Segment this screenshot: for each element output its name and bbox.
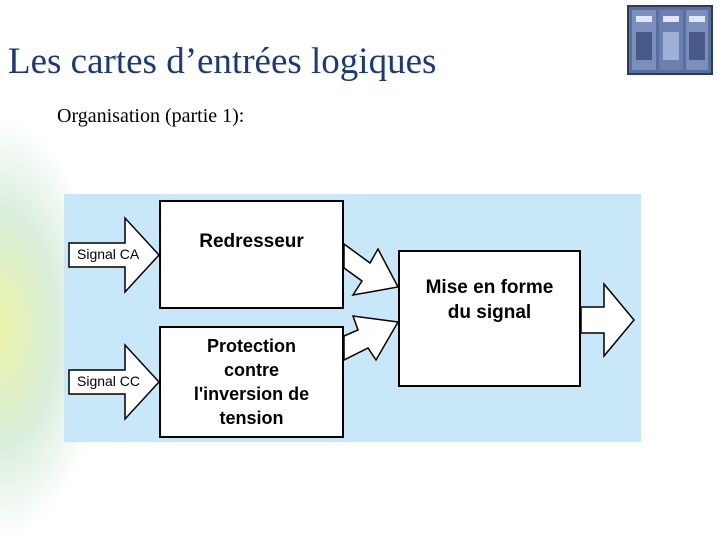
block-redresseur-label: Redresseur bbox=[199, 230, 304, 252]
block-mise-en-forme: Mise en forme du signal bbox=[398, 250, 581, 387]
slide-subtitle: Organisation (partie 1): bbox=[57, 105, 245, 127]
input-label-cc: Signal CC bbox=[77, 373, 141, 389]
block-mise-en-forme-line: du signal bbox=[447, 301, 532, 323]
block-protection-line: tension bbox=[219, 408, 284, 428]
block-protection-line: Protection bbox=[206, 336, 296, 356]
plc-module-icon bbox=[627, 5, 713, 75]
block-protection: Protection contre l'inversion de tension bbox=[159, 326, 344, 438]
block-redresseur: Redresseur bbox=[159, 200, 344, 309]
slide-title: Les cartes d’entrées logiques bbox=[8, 41, 437, 82]
block-mise-en-forme-line: Mise en forme bbox=[425, 276, 554, 298]
block-protection-line: contre bbox=[223, 360, 279, 380]
input-label-ca: Signal CA bbox=[77, 246, 140, 262]
block-protection-line: l'inversion de bbox=[193, 384, 310, 404]
